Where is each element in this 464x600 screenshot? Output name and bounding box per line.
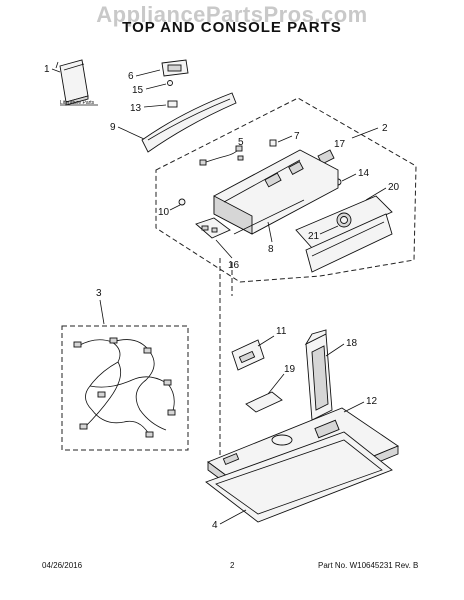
harness-outline <box>61 325 189 451</box>
callout-6: 6 <box>128 71 134 82</box>
callout-17: 17 <box>334 139 346 150</box>
console-assembly-outline <box>155 97 417 283</box>
literature-label: Literature Parts <box>60 100 95 106</box>
part-11-bracket[interactable] <box>231 339 265 371</box>
callout-10: 10 <box>158 207 170 218</box>
callout-2: 2 <box>382 123 388 134</box>
watermark: AppliancePartsPros.com <box>96 2 368 27</box>
callout-12: 12 <box>366 396 378 407</box>
callout-18: 18 <box>346 338 358 349</box>
part-8-strip[interactable] <box>233 199 305 235</box>
console-panel[interactable] <box>213 149 339 235</box>
callout-11: 11 <box>276 326 287 337</box>
callout-14: 14 <box>358 168 370 179</box>
part-5-wire-harness[interactable] <box>199 145 244 166</box>
callout-21: 21 <box>308 231 320 242</box>
part-19-tray[interactable] <box>245 391 283 413</box>
callout-9: 9 <box>110 122 116 133</box>
part-10-screw[interactable] <box>178 198 186 206</box>
callout-13: 13 <box>130 103 142 114</box>
callout-19: 19 <box>284 364 296 375</box>
footer-part-number: Part No. W10645231 Rev. B <box>318 561 419 570</box>
part-3-main-harness[interactable] <box>73 337 176 438</box>
callout-5: 5 <box>238 137 244 148</box>
part-16-control-board[interactable] <box>195 217 231 239</box>
part-7-clip[interactable] <box>269 139 277 147</box>
part-1-literature[interactable] <box>55 59 89 106</box>
callout-3: 3 <box>96 288 102 299</box>
part-9-console-trim[interactable] <box>141 92 237 153</box>
footer-date: 04/26/2016 <box>42 561 83 570</box>
part-4-gasket[interactable] <box>205 431 393 523</box>
callout-15: 15 <box>132 85 144 96</box>
callout-4: 4 <box>212 520 218 531</box>
footer-page-number: 2 <box>230 561 235 570</box>
part-15-screw[interactable] <box>167 80 173 86</box>
callout-20: 20 <box>388 182 400 193</box>
part-6-bracket[interactable] <box>161 59 189 77</box>
part-21-knob[interactable] <box>336 212 352 228</box>
callout-8: 8 <box>268 244 274 255</box>
callout-1: 1 <box>44 64 50 75</box>
part-18-lint-screen[interactable] <box>304 329 333 421</box>
callout-7: 7 <box>294 131 300 142</box>
page-title: TOP AND CONSOLE PARTS <box>122 19 342 36</box>
part-13-clip[interactable] <box>167 100 178 108</box>
callout-16: 16 <box>228 260 240 271</box>
